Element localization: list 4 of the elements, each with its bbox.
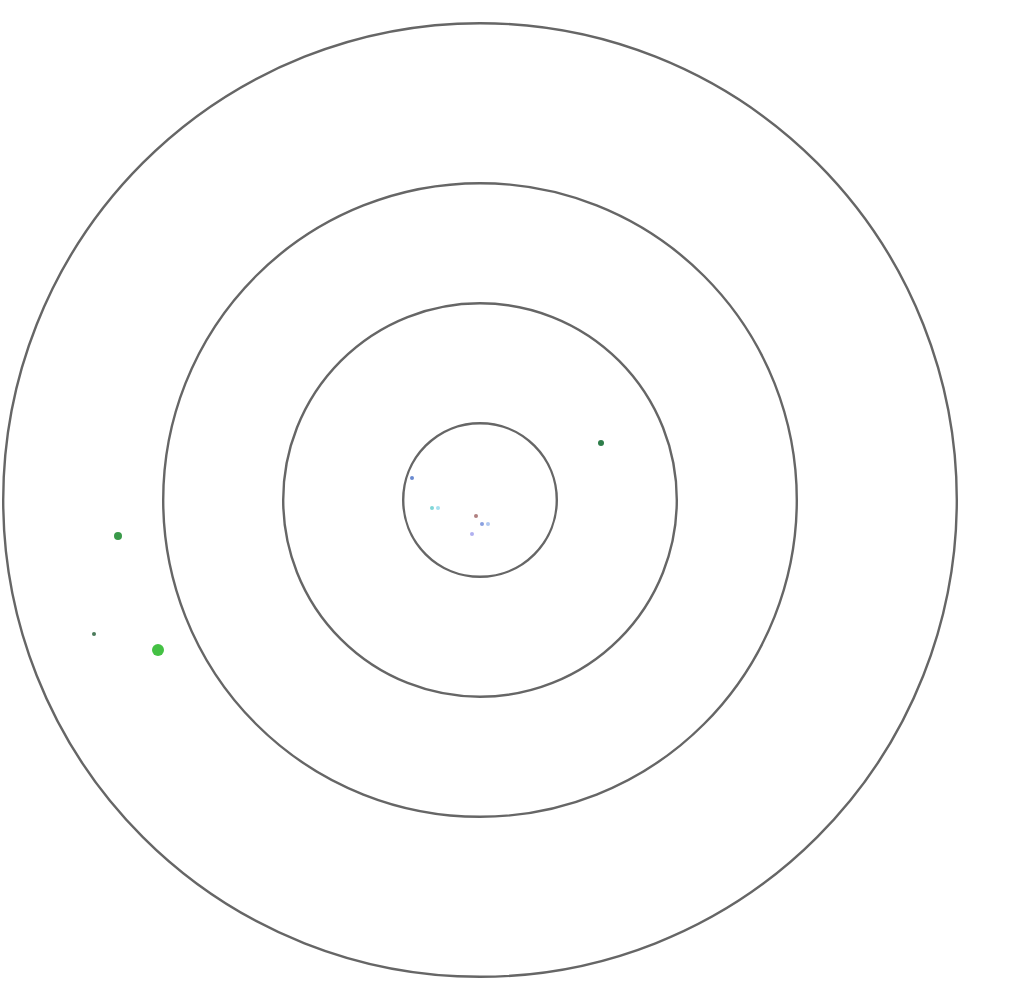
ring-outline bbox=[2, 22, 958, 978]
ring-outline bbox=[162, 182, 798, 818]
ring-outline bbox=[402, 422, 558, 578]
ring-outline bbox=[282, 302, 678, 698]
